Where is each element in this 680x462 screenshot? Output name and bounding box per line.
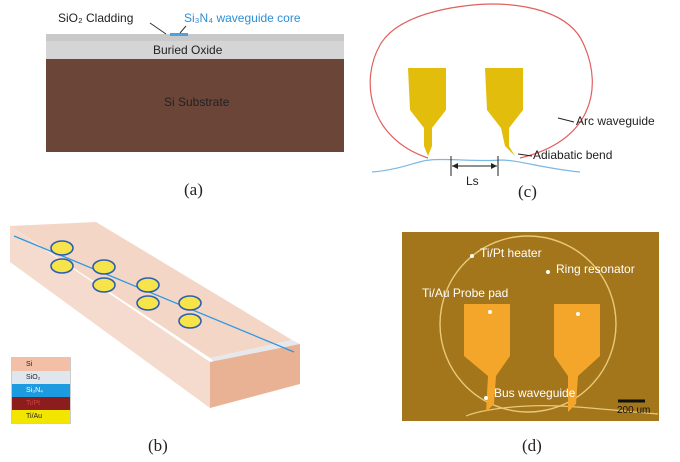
bus-waveguide-d: [465, 405, 659, 417]
cladding-label: SiO₂ Cladding: [58, 11, 134, 25]
ring-6: [136, 295, 160, 311]
rings: [50, 240, 202, 329]
ring-8: [178, 313, 202, 329]
si-substrate-layer: [46, 59, 344, 152]
heater-label: Ti/Pt heater: [480, 246, 542, 260]
arc-waveguide-label: Arc waveguide: [576, 114, 655, 128]
legend-item-tipt: Ti/Pt: [12, 397, 70, 410]
ring-4: [92, 277, 116, 293]
caption-d: (d): [522, 436, 542, 455]
chip-front-face: [210, 344, 300, 408]
panel-a-stack: [46, 22, 344, 152]
caption-c: (c): [518, 182, 537, 201]
legend-item-si: Si: [12, 358, 70, 371]
panel-c-diagram: [369, 3, 593, 176]
cladding-pointer: [149, 22, 167, 35]
probe-pad-right-c: [485, 68, 523, 156]
ring-3: [92, 259, 116, 275]
ring-5: [136, 277, 160, 293]
sio2-cladding-layer: [46, 34, 344, 41]
sin-core: [170, 33, 188, 36]
adiabatic-bend-label: Adiabatic bend: [533, 148, 613, 162]
core-label: Si₃N₄ waveguide core: [184, 11, 301, 25]
core-pointer: [179, 25, 187, 34]
bus-waveguide-label: Bus waveguide: [494, 386, 576, 400]
caption-a: (a): [184, 180, 203, 199]
legend: Si SiO₂ Si₃N₄ Ti/Pt Ti/Au: [11, 357, 71, 424]
bus-dot: [484, 396, 488, 400]
ring-resonator: [439, 235, 617, 413]
probe-pad-left-d: [464, 304, 510, 412]
caption-b: (b): [148, 436, 168, 455]
ls-arrowhead-left: [452, 163, 458, 169]
heater-dot: [470, 254, 474, 258]
scale-label: 200 um: [617, 405, 651, 416]
bus-waveguide-c: [371, 158, 581, 173]
probe-dot: [488, 310, 492, 314]
substrate-label: Si Substrate: [164, 95, 230, 109]
legend-item-tiau: Ti/Au: [12, 410, 70, 423]
ring-2: [50, 258, 74, 274]
arc-waveguide-path: [369, 3, 593, 159]
ring-7: [178, 295, 202, 311]
legend-item-sio2: SiO₂: [12, 371, 70, 384]
panel-d-micrograph: [402, 232, 659, 421]
ls-arrowhead-right: [491, 163, 497, 169]
legend-item-sin: Si₃N₄: [12, 384, 70, 397]
ring-resonator-label: Ring resonator: [556, 262, 635, 276]
ls-label: Ls: [466, 174, 479, 188]
probe-pad-left-c: [408, 68, 446, 156]
panel-b-3d-render: [10, 222, 300, 408]
probe-dot-right: [576, 312, 580, 316]
bend-pointer: [517, 153, 533, 157]
ring-dot: [546, 270, 550, 274]
probe-pad-right-d: [554, 304, 600, 412]
buried-oxide-layer: [46, 41, 344, 59]
arc-pointer: [557, 117, 575, 123]
probe-pad-label: Ti/Au Probe pad: [422, 286, 509, 300]
buried-oxide-label: Buried Oxide: [153, 43, 223, 57]
ring-1: [50, 240, 74, 256]
